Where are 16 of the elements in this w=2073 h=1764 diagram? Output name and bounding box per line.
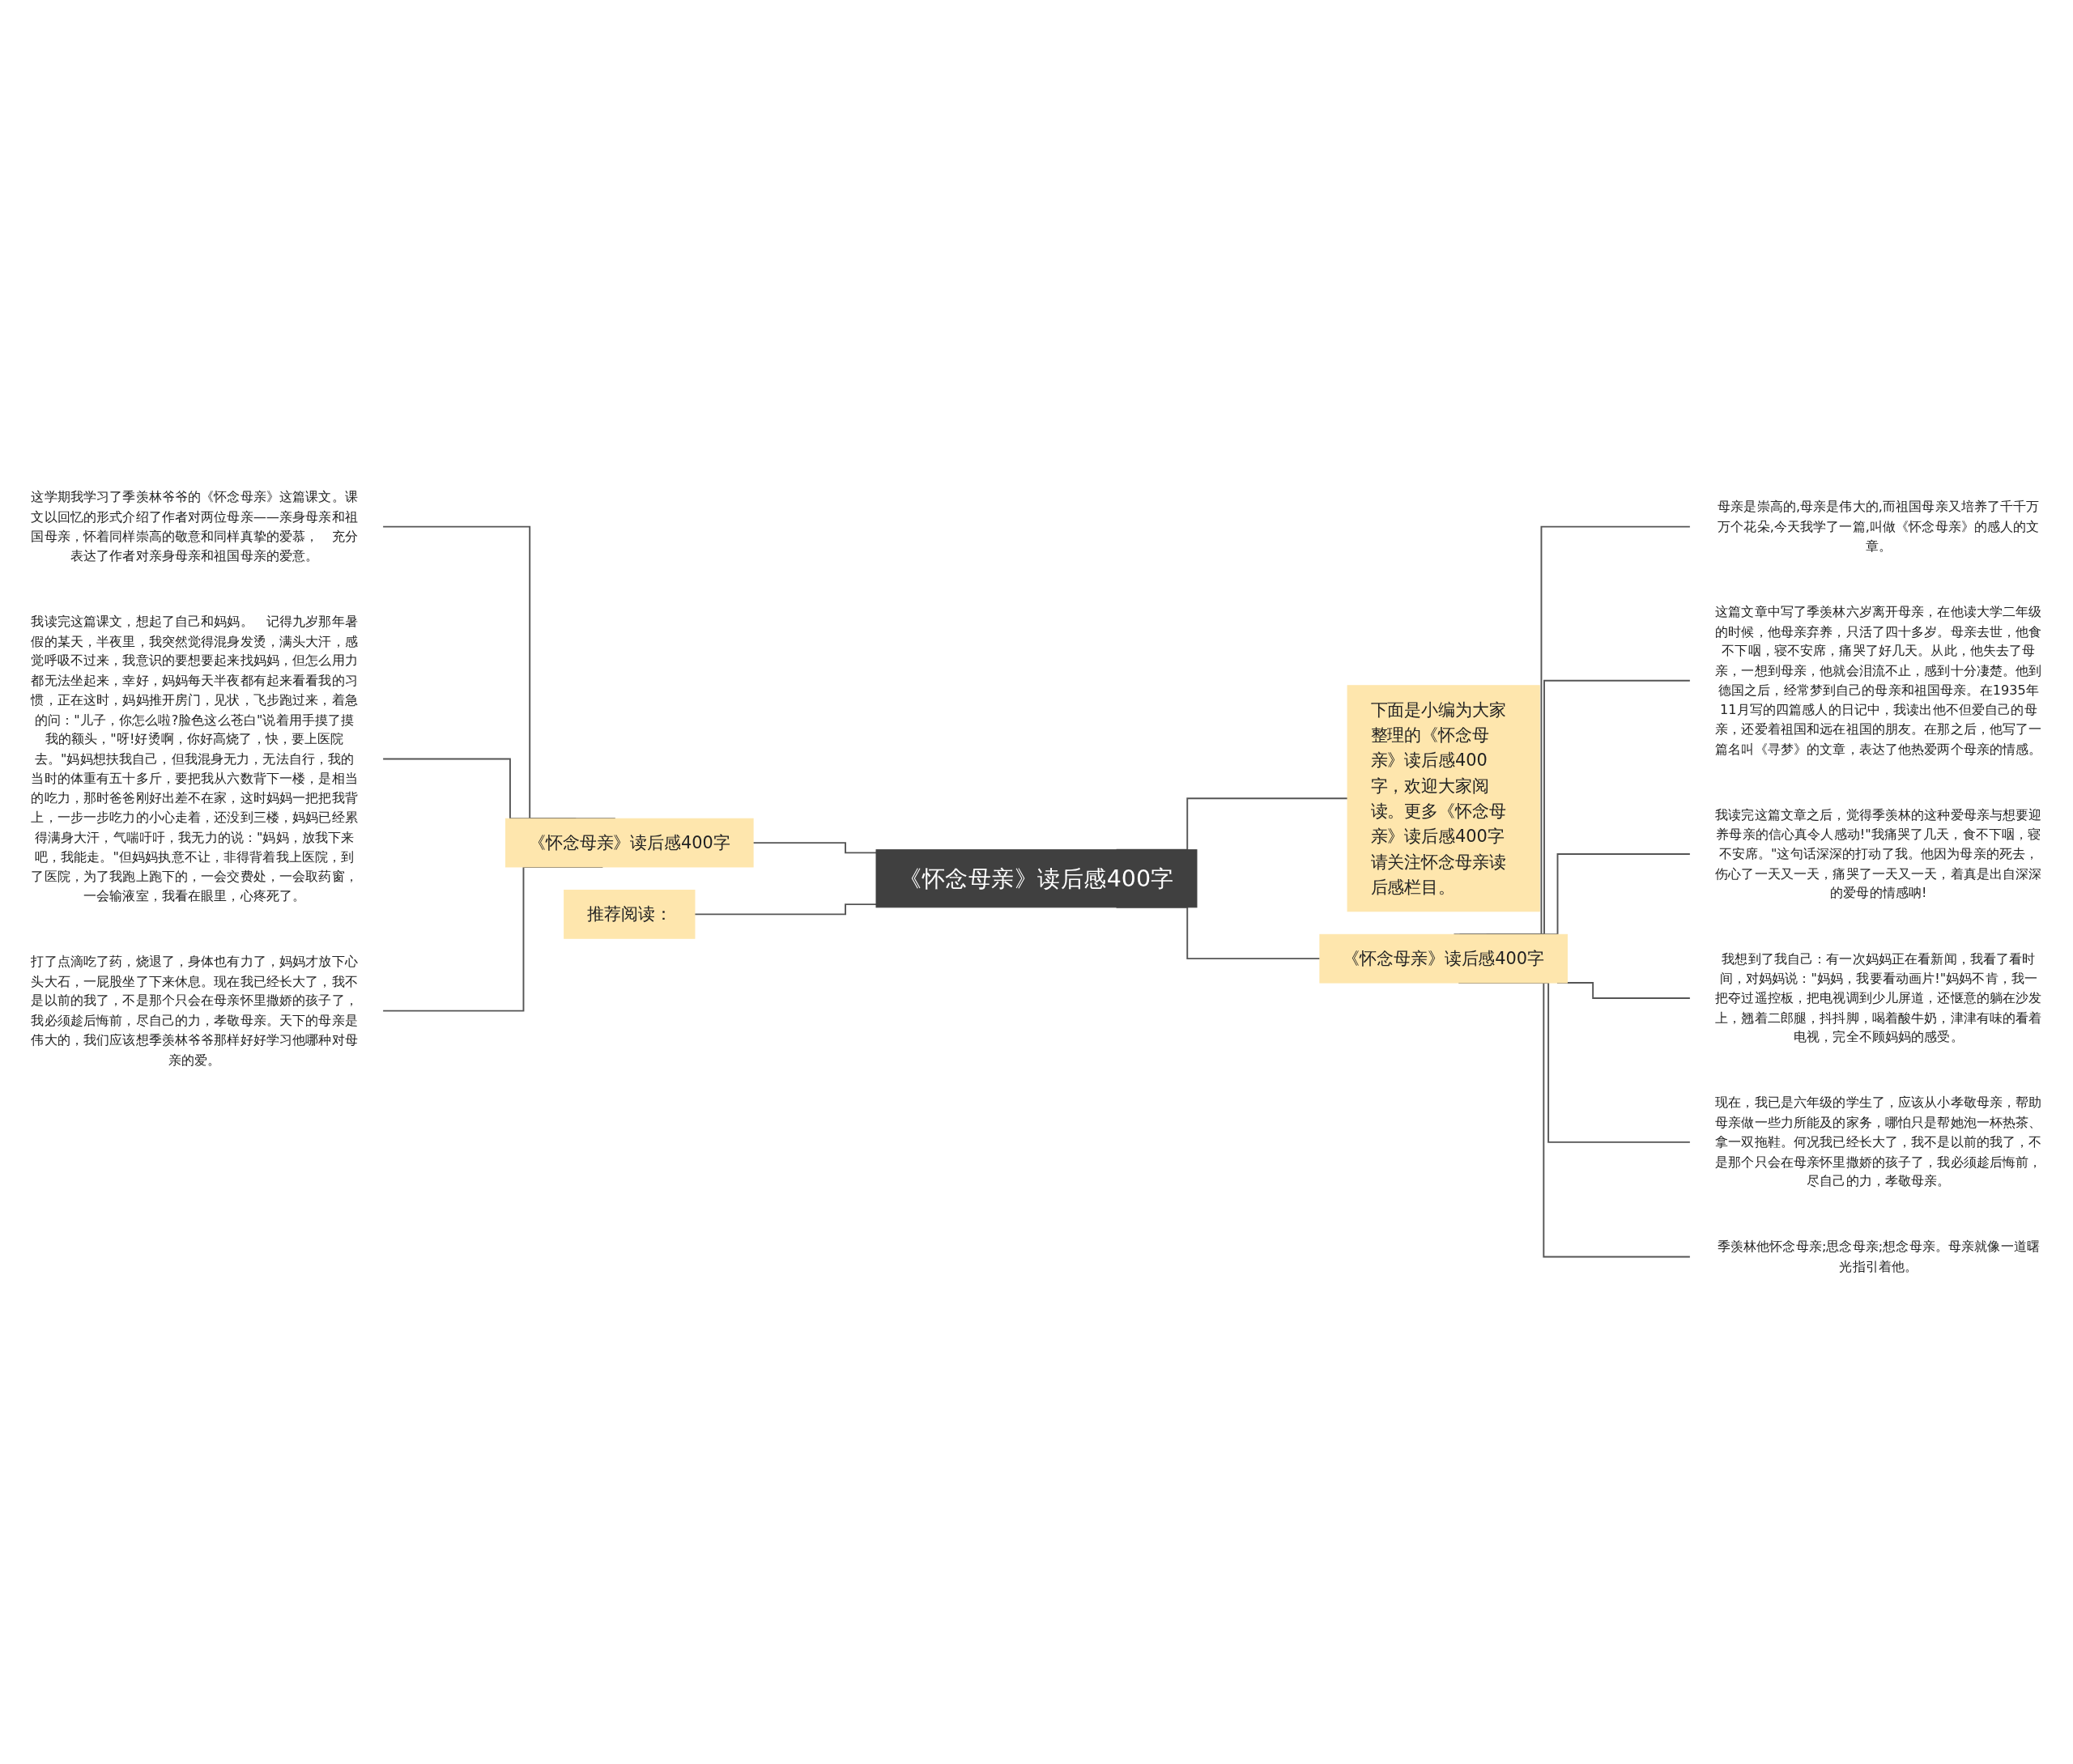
node-text: 现在，我已是六年级的学生了，应该从小孝敬母亲，帮助母亲做一些力所能及的家务，哪怕只是帮她泡一杯热茶、拿一双拖鞋。何况我已经长大了，我不是以前的我了，不是那个只会在母亲怀里撒娇的孩子了，我必须趁后悔前，尽自己的力，孝敬母亲。 [1715,1095,2042,1189]
node-text: 我读完这篇课文，想起了自己和妈妈。 记得九岁那年暑假的某天，半夜里，我突然觉得混身发烫，满头大汗，感觉呼吸不过来，我意识的要想要起来找妈妈，但怎么用力都无法坐起来，幸好，妈妈每天半夜都有起来看看我的习惯，正在这时，妈妈推开房门，见状，飞步跑过来，着急的问："儿子，你怎么啦?脸色这么苍白"说着用手摸了摸我的额头，"呀!好烫啊，你好高烧了，快，要上医院去。"妈妈想扶我自己，但我混身无力，无法自行，我的当时的体重有五十多斤，要把我从六数背下一楼，是相当的吃力，那时爸爸刚好出差不在家，这时妈妈一把把我背上，一步一步吃力的小心走着，还没到三楼，妈妈已经累得满身大汗，气喘吁吁，我无力的说："妈妈，放我下来吧，我能走。"但妈妈执意不让，非得背着我上医院，到了医院，为了我跑上跑下的，一会交费处，一会取药窗，一会输液室，我看在眼里，心疼死了。 [31,613,358,903]
node-box: 《怀念母亲》读后感400字 [875,849,1198,908]
node-text: 我读完这篇文章之后，觉得季羡林的这种爱母亲与想要迎养母亲的信心真令人感动!"我痛哭了几天，食不下咽，寝不安席。"这句话深深的打动了我。他因为母亲的死去，伤心了一天又一天，痛哭了一天又一天，着真是出自深深的爱母的情感呐! [1715,806,2042,901]
node-text: 打了点滴吃了药，烧退了，身体也有力了，妈妈才放下心头大石，一屁股坐了下来休息。现在我已经长大了，我不是以前的我了，不是那个只会在母亲怀里撒娇的孩子了，我必须趁后悔前，尽自己的力，孝敬母亲。天下的母亲是伟大的，我们应该想季羡林爷爷那样好好学习他哪种对母亲的爱。 [31,953,358,1067]
node-text: 我想到了我自己：有一次妈妈正在看新闻，我看了看时间，对妈妈说："妈妈，我要看动画片!"妈妈不肯，我一把夺过遥控板，把电视调到少儿屏道，还惬意的躺在沙发上，翘着二郎腿，抖抖脚，喝着酸牛奶，津津有味的看着电视，完全不顾妈妈的感受。 [1715,950,2042,1045]
connector [752,842,877,854]
node-text: 这篇文章中写了季羡林六岁离开母亲，在他读大学二年级的时候，他母亲弃养，只活了四十多岁。母亲去世，他食不下咽，寝不安席，痛哭了好几天。从此，他失去了母亲，一想到母亲，他就会泪流不止，感到十分凄楚。他到德国之后，经常梦到自己的母亲和祖国母亲。在1935年11月写的四篇感人的日记中，我读出他不但爱自己的母亲，还爱着祖国和远在祖国的朋友。在那之后，他写了一篇名叫《寻梦》的文章，表达了他热爱两个母亲的情感。 [1715,603,2042,757]
node-box: 推荐阅读： [564,890,696,939]
node-box: 《怀念母亲》读后感400字 [505,818,754,868]
connector [694,903,877,916]
node-text: 母亲是崇高的,母亲是伟大的,而祖国母亲又培养了千千万万个花朵,今天我学了一篇,叫做《怀念母亲》的感人的文章。 [1718,499,2040,554]
node-box: 《怀念母亲》读后感400字 [1319,933,1568,984]
node-text: 这学期我学习了季羡林爷爷的《怀念母亲》这篇课文。课文以回忆的形式介绍了作者对两位母亲——亲身母亲和祖国母亲，怀着同样崇高的敬意和同样真挚的爱慕， 充分表达了作者对亲身母亲和祖国母亲的爱意。 [31,489,358,563]
node-text: 季羡林他怀念母亲;思念母亲;想念母亲。母亲就像一道曙光指引着他。 [1717,1239,2040,1274]
node-box: 下面是小编为大家整理的《怀念母亲》读后感400字，欢迎大家阅读。更多《怀念母亲》读后感400字请关注怀念母亲读后感栏目。 [1347,685,1540,912]
